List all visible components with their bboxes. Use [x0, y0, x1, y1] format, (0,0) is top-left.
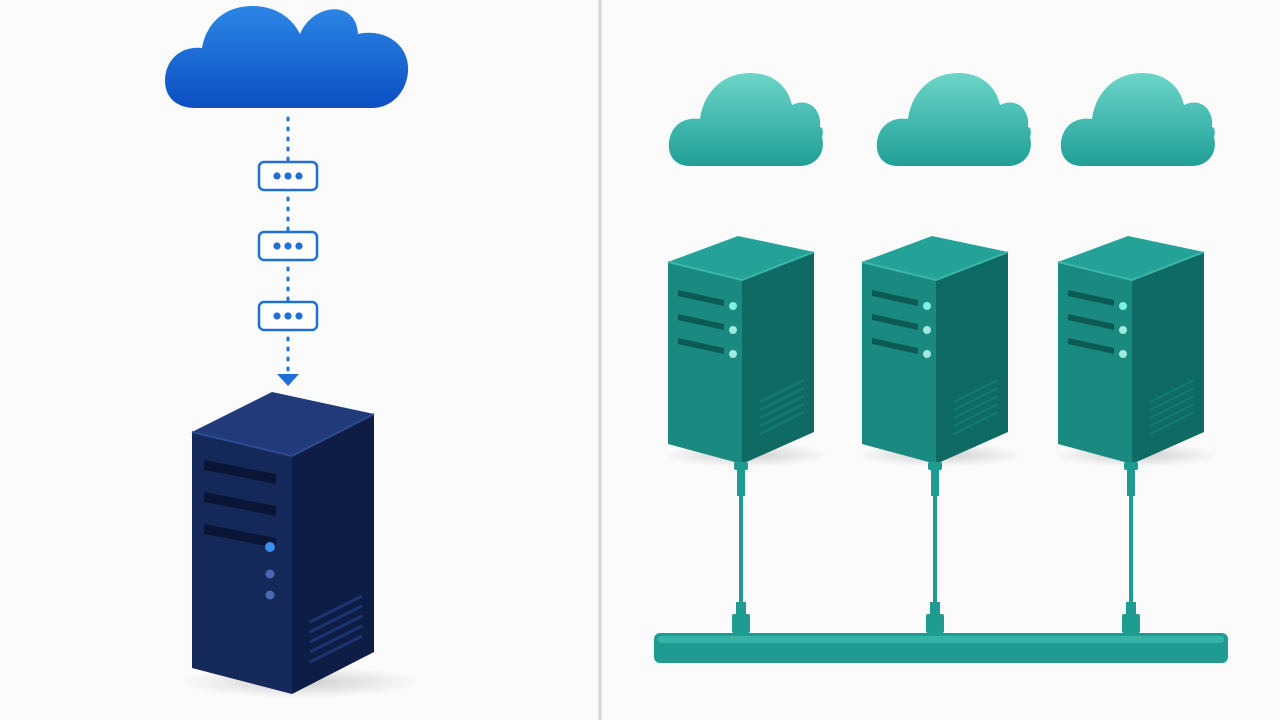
- network-bus-icon: [654, 633, 1228, 663]
- packet-icon: [257, 300, 319, 332]
- server-group: [662, 236, 1220, 633]
- cloud-group: [668, 73, 1215, 166]
- packet-icon: [257, 160, 319, 192]
- cloud-icon: [876, 73, 1031, 166]
- cloud-icon: [165, 6, 409, 108]
- server-tower-icon: [856, 236, 1024, 633]
- packet-group: [257, 160, 319, 332]
- left-panel: [165, 6, 420, 698]
- cloud-icon: [1060, 73, 1215, 166]
- cloud-icon: [668, 73, 823, 166]
- arrow-down-icon: [277, 374, 299, 386]
- right-panel: [654, 73, 1228, 663]
- packet-icon: [257, 230, 319, 262]
- server-tower-icon: [662, 236, 830, 633]
- server-tower-icon: [1052, 236, 1220, 633]
- status-led-icon: [265, 542, 275, 552]
- server-tower-icon: [180, 392, 420, 698]
